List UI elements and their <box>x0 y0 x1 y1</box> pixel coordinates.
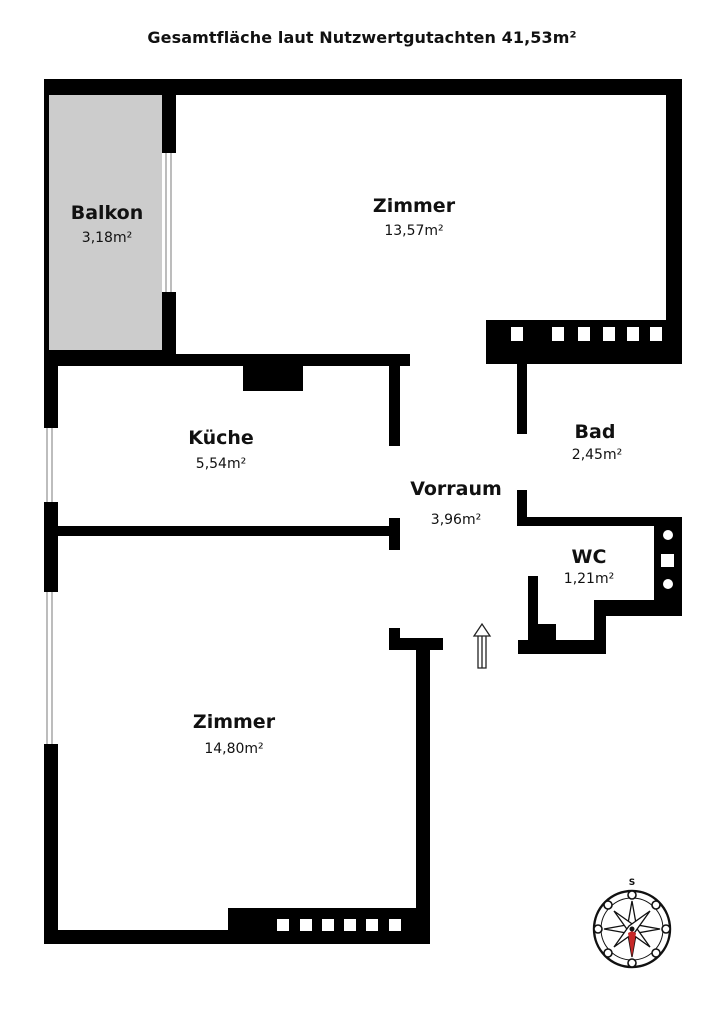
compass-rose-icon: S <box>592 878 672 969</box>
balcony-area <box>48 95 162 351</box>
room-name-wc: WC <box>572 546 607 568</box>
room-area-bad: 2,45m² <box>572 447 622 463</box>
room-area-vorraum: 3,96m² <box>431 512 481 528</box>
room-area-zimmer2: 14,80m² <box>204 741 263 757</box>
shaft-symbols <box>661 530 674 589</box>
room-name-zimmer1: Zimmer <box>373 195 456 217</box>
compass-needle <box>628 931 636 957</box>
entrance-arrow-icon <box>472 622 492 669</box>
room-name-vorraum: Vorraum <box>410 478 502 500</box>
room-area-balkon: 3,18m² <box>82 230 132 246</box>
room-area-zimmer1: 13,57m² <box>384 223 443 239</box>
room-area-kueche: 5,54m² <box>196 456 246 472</box>
plan-title: Gesamtfläche laut Nutzwertgutachten 41,5… <box>147 28 577 47</box>
radiator-upper <box>511 327 662 341</box>
room-name-bad: Bad <box>575 421 616 443</box>
radiator-lower <box>277 919 401 931</box>
room-name-balkon: Balkon <box>71 202 144 224</box>
room-name-zimmer2: Zimmer <box>193 711 276 733</box>
room-area-wc: 1,21m² <box>564 571 614 587</box>
walls <box>44 79 682 944</box>
windows <box>46 153 172 744</box>
compass-label: S <box>629 878 635 888</box>
room-name-kueche: Küche <box>188 427 254 449</box>
